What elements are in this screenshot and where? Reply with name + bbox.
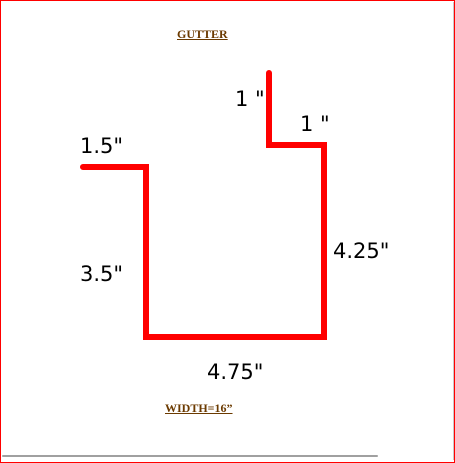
dim-back-height: 4.25" — [333, 239, 390, 263]
bottom-scrollbar[interactable] — [2, 455, 378, 457]
dim-front-lip: 1.5" — [80, 134, 124, 158]
dim-top-flange-return: 1 " — [300, 112, 330, 136]
drawing-title: GUTTER — [177, 27, 228, 41]
gutter-profile-line — [80, 70, 327, 340]
right-scroll-edge — [453, 2, 454, 460]
dim-bottom-width: 4.75" — [207, 360, 264, 384]
dim-top-flange-height: 1 " — [235, 87, 265, 111]
drawing-width-note: WIDTH=16” — [165, 401, 233, 415]
dim-front-height: 3.5" — [80, 262, 124, 286]
